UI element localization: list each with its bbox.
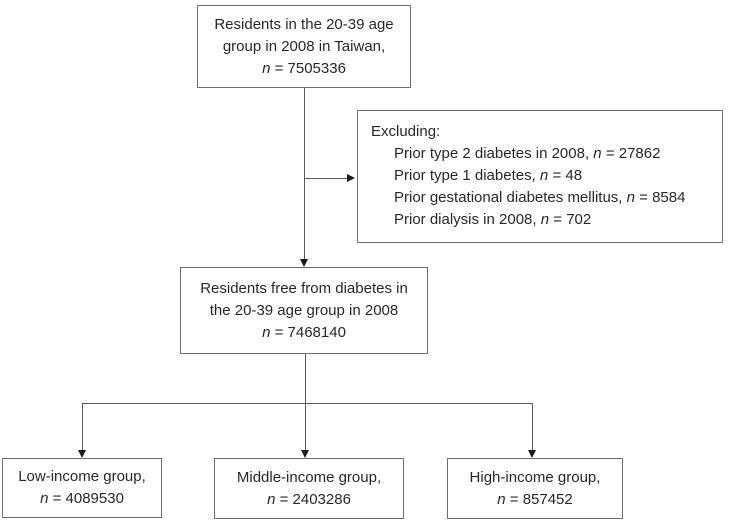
population-line: Residents in the 20-39 age (214, 15, 394, 33)
n-value: = 857452 (509, 490, 573, 508)
diabetes-free-box: Residents free from diabetes in the 20-3… (180, 267, 428, 354)
middle-income-box: Middle-income group, n = 2403286 (214, 458, 404, 519)
arrowhead-down-icon (528, 450, 536, 458)
connector-split-to-high (532, 403, 533, 450)
arrowhead-down-icon (301, 450, 309, 458)
n-symbol: n (540, 211, 550, 228)
population-box: Residents in the 20-39 age group in 2008… (197, 5, 411, 88)
high-income-label: High-income group, (469, 468, 601, 486)
diabetes-free-line: the 20-39 age group in 2008 (209, 301, 399, 319)
n-symbol: n (539, 167, 549, 184)
n-value: = 48 (552, 167, 583, 184)
exclusion-item: Prior type 2 diabetes in 2008, n = 27862 (371, 143, 716, 165)
connector-free-to-split (305, 354, 306, 403)
n-value: = 4089530 (52, 490, 124, 507)
middle-income-label: Middle-income group, (236, 468, 382, 486)
n-symbol: n (40, 490, 49, 507)
n-value: = 8584 (639, 189, 686, 206)
exclusion-item-text: Prior gestational diabetes mellitus, (394, 189, 623, 206)
exclusion-item: Prior dialysis in 2008, n = 702 (371, 209, 716, 231)
low-income-label: Low-income group, (18, 468, 146, 485)
exclusion-item-text: Prior dialysis in 2008, (394, 211, 537, 228)
connector-split-to-low (82, 403, 83, 450)
n-value: = 702 (553, 211, 592, 228)
connector-split-horizontal (82, 403, 533, 404)
connector-population-to-free (304, 88, 305, 259)
exclusion-item-text: Prior type 1 diabetes, (394, 167, 536, 184)
n-value: = 27862 (605, 145, 661, 162)
n-symbol: n (262, 323, 271, 341)
n-value: = 7505336 (274, 59, 346, 77)
n-symbol: n (262, 59, 271, 77)
connector-branch-to-exclusion (304, 178, 347, 179)
n-value: = 7468140 (274, 323, 346, 341)
population-line: group in 2008 in Taiwan, (222, 37, 386, 55)
connector-split-to-middle (305, 403, 306, 450)
exclusion-box: Excluding: Prior type 2 diabetes in 2008… (357, 110, 723, 243)
n-symbol: n (626, 189, 635, 206)
n-value: = 2403286 (279, 490, 351, 508)
population-n: n = 7505336 (262, 58, 346, 80)
exclusion-item: Prior type 1 diabetes, n = 48 (371, 165, 716, 187)
exclusion-item-text: Prior type 2 diabetes in 2008, (394, 145, 590, 162)
high-income-n: n = 857452 (497, 489, 573, 511)
exclusion-heading: Excluding: (371, 123, 441, 140)
arrowhead-down-icon (300, 259, 308, 267)
n-symbol: n (593, 145, 602, 162)
n-symbol: n (267, 490, 276, 508)
diabetes-free-n: n = 7468140 (262, 322, 346, 344)
low-income-n: n = 4089530 (40, 488, 124, 510)
high-income-box: High-income group, n = 857452 (447, 458, 623, 519)
low-income-box: Low-income group, n = 4089530 (2, 458, 162, 518)
middle-income-n: n = 2403286 (267, 489, 351, 511)
n-symbol: n (497, 490, 506, 508)
arrowhead-right-icon (347, 174, 355, 182)
exclusion-item: Prior gestational diabetes mellitus, n =… (371, 187, 716, 209)
diabetes-free-line: Residents free from diabetes in (200, 279, 408, 297)
arrowhead-down-icon (78, 450, 86, 458)
